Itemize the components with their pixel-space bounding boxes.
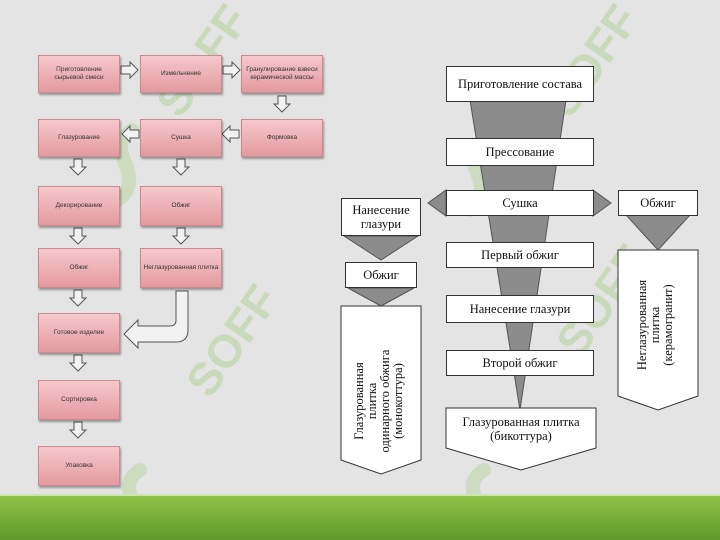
arrow-down-icon bbox=[171, 227, 191, 245]
arrow-right-icon bbox=[592, 189, 612, 217]
step-glazing: Глазурование bbox=[38, 119, 120, 157]
step-grinding: Измельчение bbox=[140, 55, 222, 93]
result-bicottura: Глазурованная плитка (бикоттура) bbox=[462, 415, 580, 443]
step-granulation: Гранулирование взвеси керамической массы bbox=[241, 55, 323, 93]
arrow-down-icon bbox=[68, 354, 88, 372]
step-sorting: Сортировка bbox=[38, 380, 120, 420]
arrow-down-icon bbox=[68, 227, 88, 245]
step-finished-product: Готовое изделие bbox=[38, 313, 120, 353]
step-unglazed-tile: Неглазурованная плитка bbox=[140, 248, 222, 288]
step-raw-mix-preparation: Приготовление сырьевой смеси bbox=[38, 55, 120, 93]
arrow-left-icon bbox=[121, 124, 140, 144]
step-first-firing: Первый обжиг bbox=[446, 242, 594, 268]
arrow-down-icon bbox=[68, 421, 88, 439]
step-drying-main: Сушка bbox=[446, 190, 594, 216]
branch-firing-right: Обжиг bbox=[618, 190, 698, 216]
footer-bar bbox=[0, 496, 720, 540]
branch-funnel bbox=[347, 287, 415, 307]
arrow-down-icon bbox=[68, 289, 88, 307]
step-firing: Обжиг bbox=[140, 186, 222, 226]
step-composition-preparation: Приготовление состава bbox=[446, 66, 594, 102]
result-porcelain-stoneware: Неглазурованная плитка (керамогранит) bbox=[635, 279, 675, 371]
arrow-right-icon bbox=[120, 60, 139, 80]
branch-glaze-application: Нанесение глазури bbox=[341, 198, 421, 236]
branch-firing-left: Обжиг bbox=[345, 262, 417, 288]
step-forming: Формовка bbox=[241, 119, 323, 157]
step-firing-glazed: Обжиг bbox=[38, 248, 120, 288]
result-bicottura-shape bbox=[445, 407, 597, 471]
step-decorating: Декорирование bbox=[38, 186, 120, 226]
arrow-down-icon bbox=[68, 158, 88, 176]
arrow-left-icon bbox=[221, 124, 240, 144]
result-monocottura-shape bbox=[340, 305, 422, 475]
step-pressing: Прессование bbox=[446, 138, 594, 166]
footer-divider bbox=[0, 494, 720, 496]
branch-funnel bbox=[342, 235, 420, 261]
arrow-right-icon bbox=[222, 60, 241, 80]
step-packing: Упаковка bbox=[38, 446, 120, 486]
step-second-firing: Второй обжиг bbox=[446, 350, 594, 376]
step-drying: Сушка bbox=[140, 119, 222, 157]
arrow-down-icon bbox=[171, 158, 191, 176]
result-monocottura: Глазурованная плитка одинарного обжига (… bbox=[352, 349, 405, 453]
branch-funnel bbox=[624, 214, 692, 251]
arrow-left-icon bbox=[427, 189, 447, 217]
arrow-down-icon bbox=[272, 95, 292, 113]
result-porcelain-shape bbox=[617, 249, 699, 411]
bent-arrow-icon bbox=[123, 290, 189, 350]
step-glaze-application: Нанесение глазури bbox=[446, 295, 594, 323]
